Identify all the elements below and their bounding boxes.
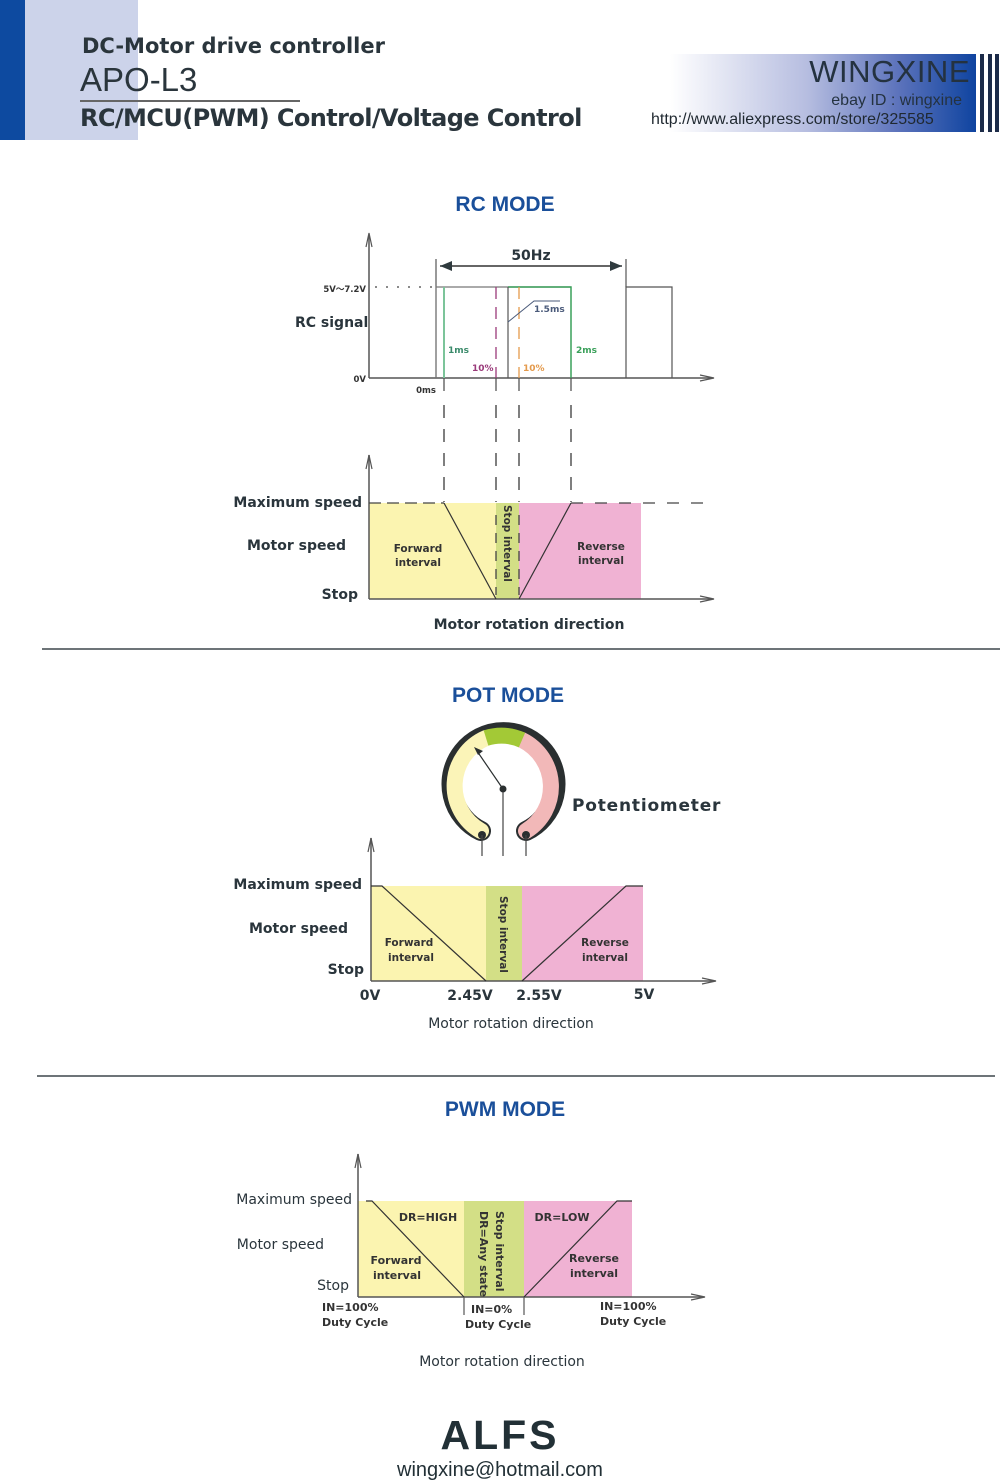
section-divider-2 (37, 1075, 995, 1077)
pot-forward-region (371, 886, 486, 981)
rc-signal-y-arrow (365, 232, 373, 248)
rc-reverse-label-2: interval (578, 555, 624, 567)
rc-mode-title: RC MODE (455, 193, 555, 216)
header-subtitle: DC-Motor drive controller (82, 34, 385, 58)
rc-y-stop-label: Stop (322, 587, 358, 603)
rc-voltage-high: 5V～7.2V (323, 285, 366, 295)
pot-tick-2-45v: 2.45V (447, 988, 493, 1004)
pwm-tick-mid-2: Duty Cycle (465, 1318, 531, 1331)
rc-y-max-label: Maximum speed (233, 495, 362, 511)
rc-signal-x-arrow (699, 374, 715, 382)
pot-mode-diagram: Potentiometer Maximum speed Motor speed … (233, 722, 721, 1032)
pwm-x-label: Motor rotation direction (419, 1354, 585, 1370)
pot-forward-speed-line (371, 885, 487, 982)
pwm-tick-mid-1: IN=0% (471, 1303, 512, 1316)
brand-stripes (978, 54, 1000, 132)
pot-y-stop-label: Stop (328, 962, 364, 978)
rc-stop-label: Stop interval (501, 505, 513, 582)
pwm-tick-left-2: Duty Cycle (322, 1316, 388, 1329)
pwm-reverse-region (524, 1201, 632, 1297)
brand-ebay-id: ebay ID : wingxine (831, 92, 962, 109)
pwm-forward-label-2: interval (373, 1269, 421, 1282)
pot-stop-region (486, 886, 522, 981)
brand-store-url[interactable]: http://www.aliexpress.com/store/325585 (651, 111, 934, 128)
rc-y-mid-label: Motor speed (247, 538, 346, 554)
rc-stop-region (496, 503, 519, 599)
header-accent-bar (0, 0, 25, 140)
pot-tick-2-55v: 2.55V (516, 988, 562, 1004)
rc-pulse-2ms-label: 2ms (576, 346, 597, 356)
pot-y-max-label: Maximum speed (233, 877, 362, 893)
header-model: APO-L3 (80, 61, 198, 98)
rc-reverse-region (519, 503, 641, 599)
rc-1-5ms-leader (507, 300, 560, 323)
rc-x-label: Motor rotation direction (434, 617, 625, 633)
pot-x-label: Motor rotation direction (428, 1016, 594, 1032)
pot-reverse-speed-line (521, 885, 643, 982)
header-accent-panel (25, 0, 138, 140)
pwm-tick-right-1: IN=100% (600, 1300, 657, 1313)
rc-pulse-1ms-label: 1ms (448, 346, 469, 356)
rc-pulse-2ms-outline (508, 286, 572, 378)
pwm-y-stop-label: Stop (317, 1278, 349, 1294)
pwm-mode-title: PWM MODE (444, 1098, 566, 1121)
pot-reverse-label-1: Reverse (581, 937, 629, 949)
potentiometer-icon (441, 722, 566, 856)
pwm-reverse-speed-line (523, 1200, 632, 1298)
header-underline (80, 100, 300, 102)
pwm-stop-state-label: DR=Any state (477, 1211, 490, 1297)
pwm-forward-label-1: Forward (371, 1254, 422, 1267)
rc-forward-label-1: Forward (394, 543, 443, 555)
rc-next-pulse (625, 286, 673, 378)
rc-band-right-label: 10% (523, 364, 545, 374)
rc-connector-dashes (443, 405, 572, 502)
rc-forward-speed-line (443, 502, 497, 600)
pot-forward-label-1: Forward (385, 937, 434, 949)
rc-band-left-label: 10% (472, 364, 494, 374)
pot-mode-title: POT MODE (451, 684, 564, 707)
rc-forward-region (369, 503, 496, 599)
potentiometer-label: Potentiometer (572, 796, 721, 816)
footer-brand: ALFS (440, 1412, 560, 1458)
brand-banner (670, 54, 976, 132)
section-divider-1 (42, 648, 1000, 650)
pwm-stop-region (464, 1201, 524, 1297)
pot-stop-label: Stop interval (497, 896, 509, 973)
pwm-forward-region (358, 1201, 464, 1297)
pot-tick-5v: 5V (634, 987, 655, 1003)
pwm-tick-left-1: IN=100% (322, 1301, 379, 1314)
pwm-mode-diagram: Maximum speed Motor speed Stop DR=HIGH D… (236, 1153, 706, 1370)
rc-forward-label-2: interval (395, 557, 441, 569)
pot-y-mid-label: Motor speed (249, 921, 348, 937)
pot-tick-0v: 0V (360, 988, 381, 1004)
pwm-dr-high-label: DR=HIGH (399, 1211, 457, 1224)
rc-pulse-1-5ms-label: 1.5ms (534, 305, 565, 315)
pwm-y-max-label: Maximum speed (236, 1192, 352, 1208)
pot-reverse-region (522, 886, 643, 981)
rc-reverse-speed-line (518, 502, 572, 600)
pwm-forward-speed-line (366, 1200, 465, 1298)
pwm-reverse-label-2: interval (570, 1267, 618, 1280)
header-description: RC/MCU(PWM) Control/Voltage Control (80, 104, 582, 132)
rc-voltage-low: 0V (354, 375, 367, 385)
rc-time-zero: 0ms (416, 386, 436, 396)
pot-reverse-label-2: interval (582, 952, 628, 964)
footer-email[interactable]: wingxine@hotmail.com (397, 1459, 603, 1481)
pwm-y-mid-label: Motor speed (237, 1237, 324, 1253)
rc-signal-label: RC signal (295, 315, 368, 331)
brand-name: WINGXINE (809, 54, 970, 89)
rc-mode-diagram: RC signal 5V～7.2V 0V 0ms 50Hz 1.5ms 1ms … (233, 232, 715, 633)
pwm-reverse-label-1: Reverse (569, 1252, 619, 1265)
pwm-tick-right-2: Duty Cycle (600, 1315, 666, 1328)
rc-frequency-label: 50Hz (511, 248, 550, 264)
pwm-dr-low-label: DR=LOW (535, 1211, 590, 1224)
pot-forward-label-2: interval (388, 952, 434, 964)
pwm-stop-label: Stop interval (493, 1211, 506, 1292)
rc-reverse-label-1: Reverse (577, 541, 625, 553)
